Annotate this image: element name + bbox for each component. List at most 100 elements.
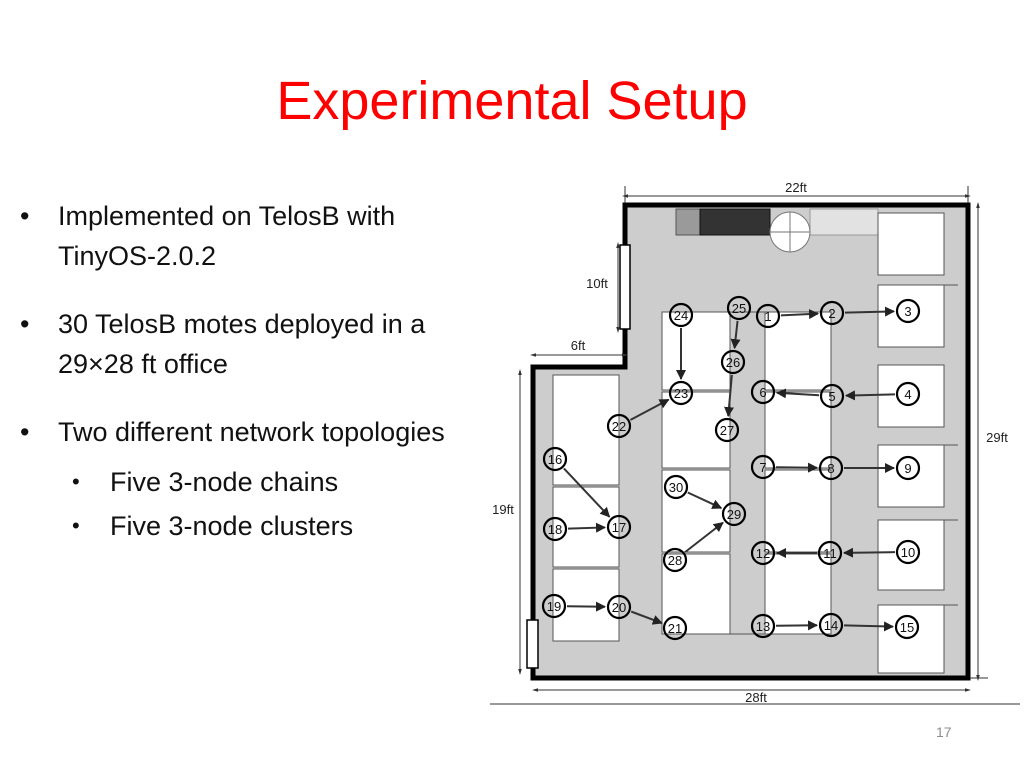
dimension-label: 28ft — [745, 690, 767, 705]
node-label: 23 — [674, 386, 688, 401]
dimension-label: 10ft — [586, 276, 608, 291]
node-circle — [663, 474, 689, 500]
node-27: 27 — [714, 417, 740, 443]
bullet-text: Two different network topologies — [58, 417, 445, 447]
node-label: 5 — [828, 389, 835, 404]
node-circle — [714, 417, 740, 443]
link-arrow — [775, 462, 819, 473]
node-label: 4 — [904, 387, 911, 402]
bullet-list: Implemented on TelosB with TinyOS-2.0.2 … — [18, 196, 488, 574]
node-label: 13 — [756, 619, 770, 634]
node-7: 7 — [750, 454, 776, 480]
node-label: 22 — [612, 419, 626, 434]
link-arrow — [730, 320, 741, 350]
node-circle — [720, 349, 746, 375]
node-30: 30 — [663, 474, 689, 500]
node-15: 15 — [894, 614, 920, 640]
round-table — [769, 211, 811, 253]
node-circle — [542, 516, 568, 542]
node-21: 21 — [662, 615, 688, 641]
node-circle — [894, 614, 920, 640]
node-label: 29 — [727, 507, 741, 522]
node-circle — [818, 612, 844, 638]
dimension-label: 22ft — [785, 180, 807, 195]
left-desks — [552, 374, 620, 642]
node-12: 12 — [750, 540, 776, 566]
node-circle — [750, 613, 776, 639]
node-label: 27 — [720, 423, 734, 438]
node-circle — [895, 381, 921, 407]
dimension-label: 19ft — [492, 502, 514, 517]
node-label: 16 — [548, 452, 562, 467]
dimension-label: 29ft — [986, 430, 1008, 445]
node-circle — [662, 615, 688, 641]
node-label: 1 — [764, 309, 771, 324]
window — [619, 244, 631, 330]
node-circle — [818, 455, 844, 481]
node-26: 26 — [720, 349, 746, 375]
link-arrow — [775, 388, 820, 399]
dimension-label: 6ft — [571, 338, 586, 353]
slide-title: Experimental Setup — [276, 71, 748, 131]
node-circle — [668, 380, 694, 406]
node-label: 20 — [612, 600, 626, 615]
link-arrow — [842, 547, 896, 558]
node-19: 19 — [541, 593, 567, 619]
node-label: 26 — [726, 355, 740, 370]
node-circle — [541, 593, 567, 619]
node-circle — [726, 295, 752, 321]
link-arrow — [780, 309, 820, 320]
link-arrow — [630, 398, 670, 421]
link-arrow — [566, 601, 607, 612]
cabinet — [809, 208, 879, 236]
node-29: 29 — [721, 501, 747, 527]
node-label: 14 — [824, 618, 838, 633]
node-4: 4 — [895, 381, 921, 407]
node-8: 8 — [818, 455, 844, 481]
outer-wall — [530, 202, 971, 681]
node-16: 16 — [542, 446, 568, 472]
node-label: 24 — [674, 308, 688, 323]
node-circle — [606, 514, 632, 540]
bullet-item: Two different network topologies Five 3-… — [18, 412, 488, 546]
node-label: 30 — [669, 480, 683, 495]
node-label: 18 — [548, 522, 562, 537]
node-label: 10 — [901, 545, 915, 560]
link-arrow — [567, 522, 607, 533]
node-circle — [895, 455, 921, 481]
node-label: 15 — [900, 620, 914, 635]
node-24: 24 — [668, 302, 694, 328]
link-arrow — [684, 521, 724, 553]
node-circle — [662, 547, 688, 573]
node-label: 7 — [759, 460, 766, 475]
node-label: 3 — [904, 304, 911, 319]
node-3: 3 — [895, 298, 921, 324]
right-desks — [877, 212, 958, 674]
dimension-lines — [490, 186, 1020, 705]
node-5: 5 — [819, 383, 845, 409]
door — [526, 619, 539, 669]
node-20: 20 — [606, 594, 632, 620]
link-arrow — [724, 374, 735, 418]
node-2: 2 — [819, 300, 845, 326]
link-arrow — [844, 306, 896, 317]
node-circle — [606, 413, 632, 439]
node-6: 6 — [750, 379, 776, 405]
node-13: 13 — [750, 613, 776, 639]
node-label: 12 — [756, 546, 770, 561]
node-circle — [750, 379, 776, 405]
center-desks — [661, 311, 832, 635]
node-circle — [750, 540, 776, 566]
bullet-item: 30 TelosB motes deployed in a 29×28 ft o… — [18, 304, 488, 384]
node-label: 21 — [668, 621, 682, 636]
node-circle — [606, 594, 632, 620]
node-11: 11 — [817, 540, 843, 566]
node-circle — [817, 540, 843, 566]
links-layer — [563, 306, 896, 632]
cabinet — [675, 208, 701, 236]
node-14: 14 — [818, 612, 844, 638]
node-circle — [895, 539, 921, 565]
node-23: 23 — [668, 380, 694, 406]
